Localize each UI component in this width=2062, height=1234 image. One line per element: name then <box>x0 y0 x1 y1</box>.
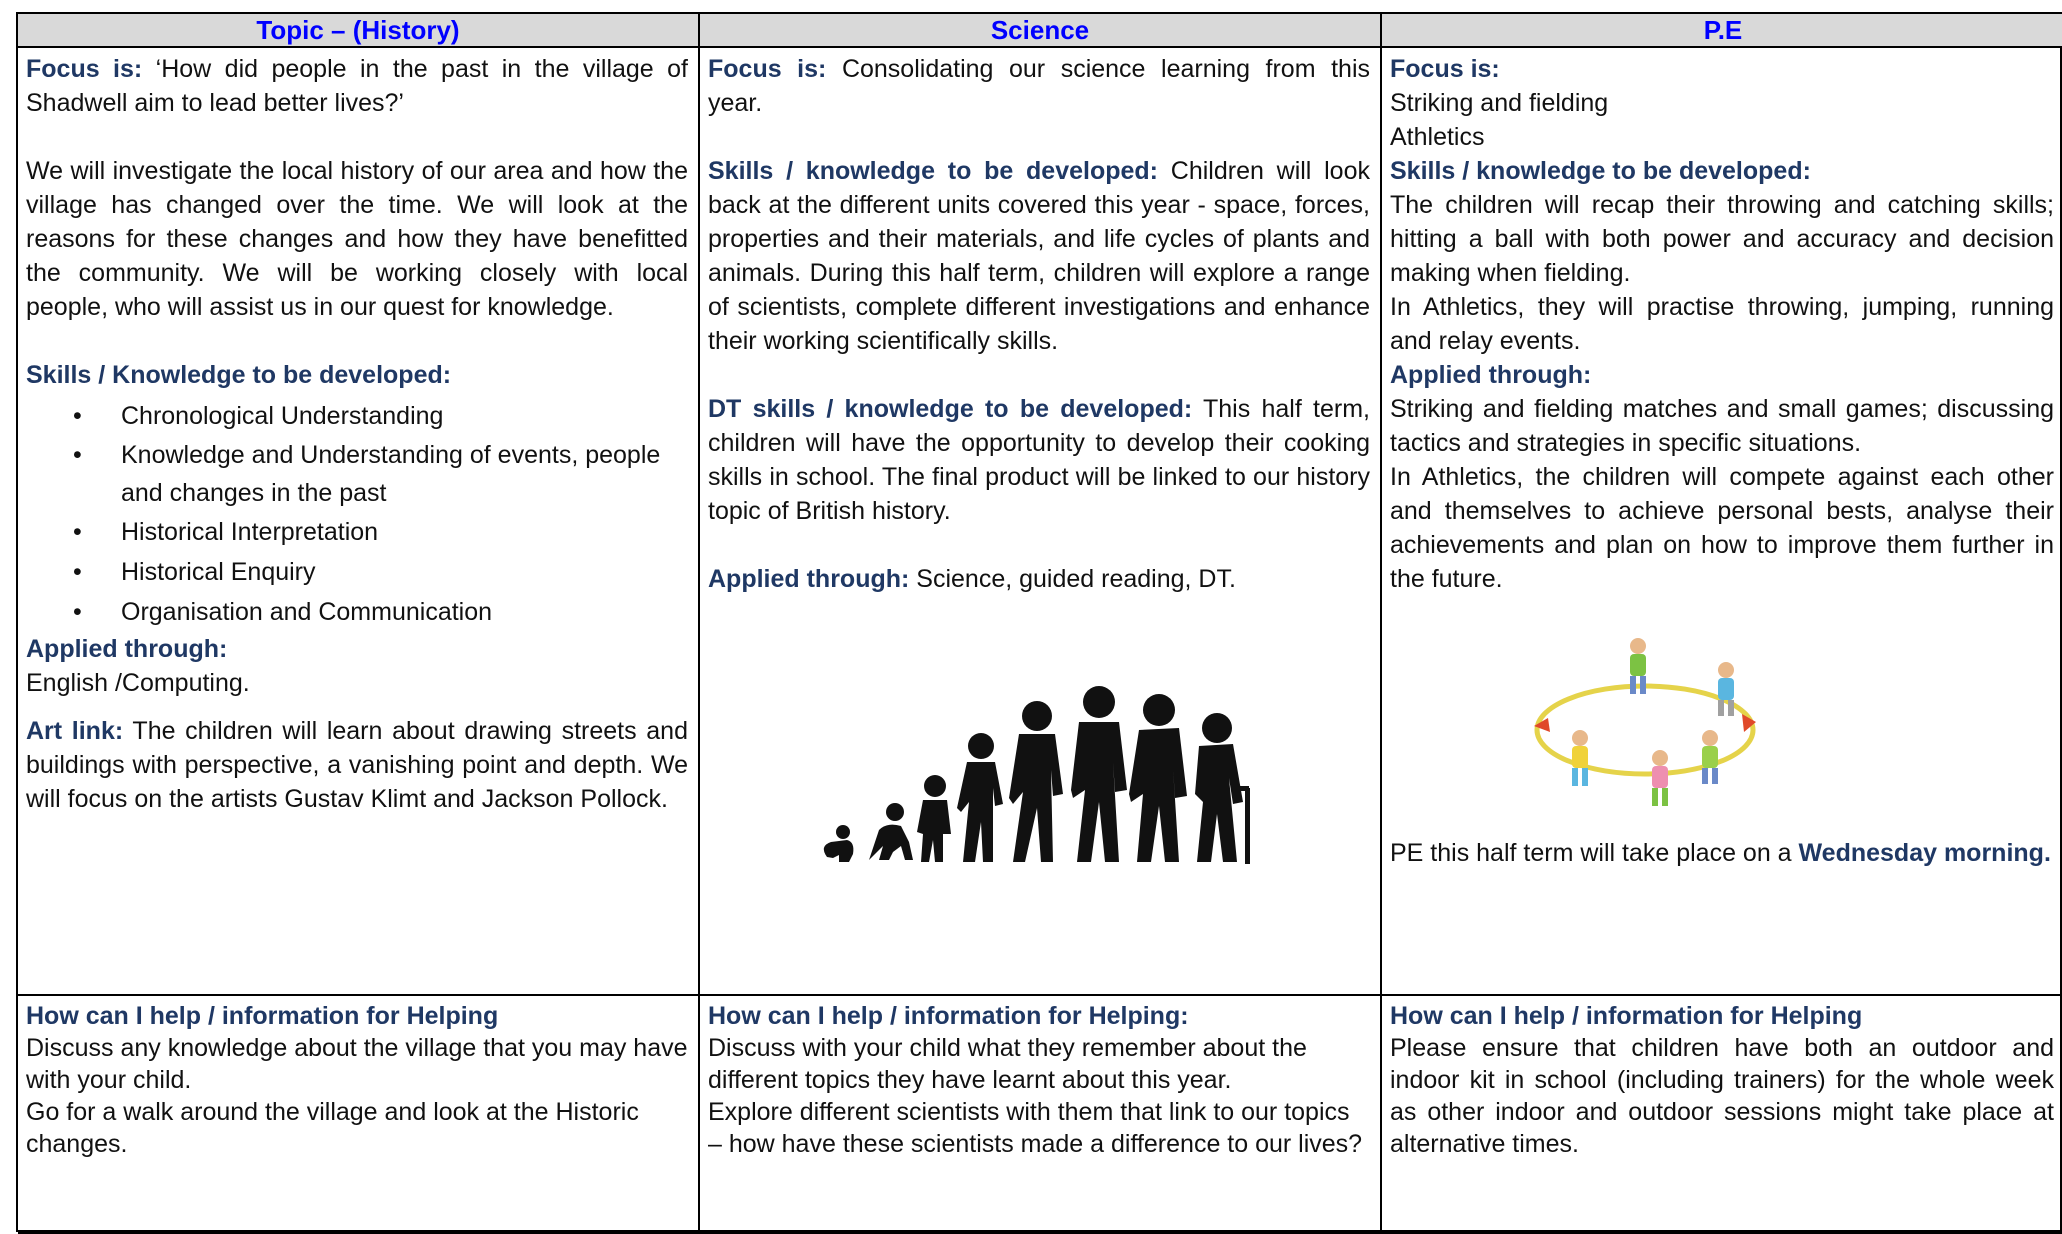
science-dt-text: This half term, children will have the o… <box>708 395 1370 525</box>
pe-schedule-day: Wednesday morning. <box>1798 839 2051 867</box>
pe-applied-text-1: Striking and fielding matches and small … <box>1390 395 2054 457</box>
pe-cell: Focus is: Striking and fielding Athletic… <box>1382 48 2062 996</box>
history-focus: Focus is: ‘How did people in the past in… <box>26 52 688 120</box>
list-item: Historical Enquiry <box>26 552 688 592</box>
pe-help-cell: How can I help / information for Helping… <box>1382 996 2062 1234</box>
science-focus: Focus is: Consolidating our science lear… <box>708 52 1370 120</box>
science-help-text-1: Discuss with your child what they rememb… <box>708 1034 1307 1094</box>
science-skills-text: Children will look back at the different… <box>708 157 1370 355</box>
pe-help-text: Please ensure that children have both an… <box>1390 1034 2054 1158</box>
science-help-cell: How can I help / information for Helping… <box>700 996 1382 1234</box>
history-art-label: Art link: <box>26 717 124 745</box>
list-item: Chronological Understanding <box>26 396 688 436</box>
history-help-text-1: Discuss any knowledge about the village … <box>26 1034 688 1094</box>
history-applied-label: Applied through: <box>26 635 228 663</box>
human-evolution-image <box>823 686 1250 864</box>
history-help-text-2: Go for a walk around the village and loo… <box>26 1098 639 1158</box>
science-cell: Focus is: Consolidating our science lear… <box>700 48 1382 996</box>
science-focus-label: Focus is: <box>708 55 827 83</box>
header-science: Science <box>700 14 1382 48</box>
pe-focus-line-1: Striking and fielding <box>1390 89 1609 117</box>
pe-applied-label: Applied through: <box>1390 361 1592 389</box>
science-applied: Applied through: Science, guided reading… <box>708 562 1370 596</box>
pe-applied-text-2: In Athletics, the children will compete … <box>1390 463 2054 593</box>
science-skills: Skills / knowledge to be developed: Chil… <box>708 154 1370 358</box>
science-help-label: How can I help / information for Helping… <box>708 1002 1189 1030</box>
pe-children-image <box>1534 638 1756 806</box>
pe-skills-text-2: In Athletics, they will practise throwin… <box>1390 293 2054 355</box>
header-pe: P.E <box>1382 14 2062 48</box>
history-art-text: The children will learn about drawing st… <box>26 717 688 813</box>
science-applied-label: Applied through: <box>708 565 910 593</box>
history-help-label: How can I help / information for Helping <box>26 1002 499 1030</box>
history-focus-label: Focus is: <box>26 55 143 83</box>
history-intro: We will investigate the local history of… <box>26 157 688 321</box>
list-item: Historical Interpretation <box>26 512 688 552</box>
history-applied-text: English /Computing. <box>26 669 250 697</box>
history-focus-text: ‘How did people in the past in the villa… <box>26 55 688 117</box>
science-dt: DT skills / knowledge to be developed: T… <box>708 392 1370 528</box>
pe-schedule-text: PE this half term will take place on a <box>1390 839 1799 867</box>
pe-skills-label: Skills / knowledge to be developed: <box>1390 157 1811 185</box>
history-skills-label: Skills / Knowledge to be developed: <box>26 361 452 389</box>
list-item: Knowledge and Understanding of events, p… <box>26 436 688 512</box>
history-help-cell: How can I help / information for Helping… <box>18 996 700 1234</box>
history-skills-list: Chronological Understanding Knowledge an… <box>26 396 688 632</box>
science-help-text-2: Explore different scientists with them t… <box>708 1098 1363 1158</box>
history-cell: Focus is: ‘How did people in the past in… <box>18 48 700 996</box>
pe-focus-line-2: Athletics <box>1390 123 1485 151</box>
history-art-link: Art link: The children will learn about … <box>26 714 688 816</box>
science-focus-text: Consolidating our science learning from … <box>708 55 1371 117</box>
science-applied-text: Science, guided reading, DT. <box>909 565 1236 593</box>
pe-focus-label: Focus is: <box>1390 55 1500 83</box>
pe-schedule: PE this half term will take place on a W… <box>1390 836 2054 870</box>
topic-grid: Topic – (History) Science P.E Focus is: … <box>16 12 2062 1234</box>
pe-skills-text-1: The children will recap their throwing a… <box>1390 191 2054 287</box>
science-skills-label: Skills / knowledge to be developed: <box>708 157 1159 185</box>
pe-help-label: How can I help / information for Helping <box>1390 1002 1863 1030</box>
list-item: Organisation and Communication <box>26 592 688 632</box>
header-history: Topic – (History) <box>18 14 700 48</box>
science-dt-label: DT skills / knowledge to be developed: <box>708 395 1193 423</box>
